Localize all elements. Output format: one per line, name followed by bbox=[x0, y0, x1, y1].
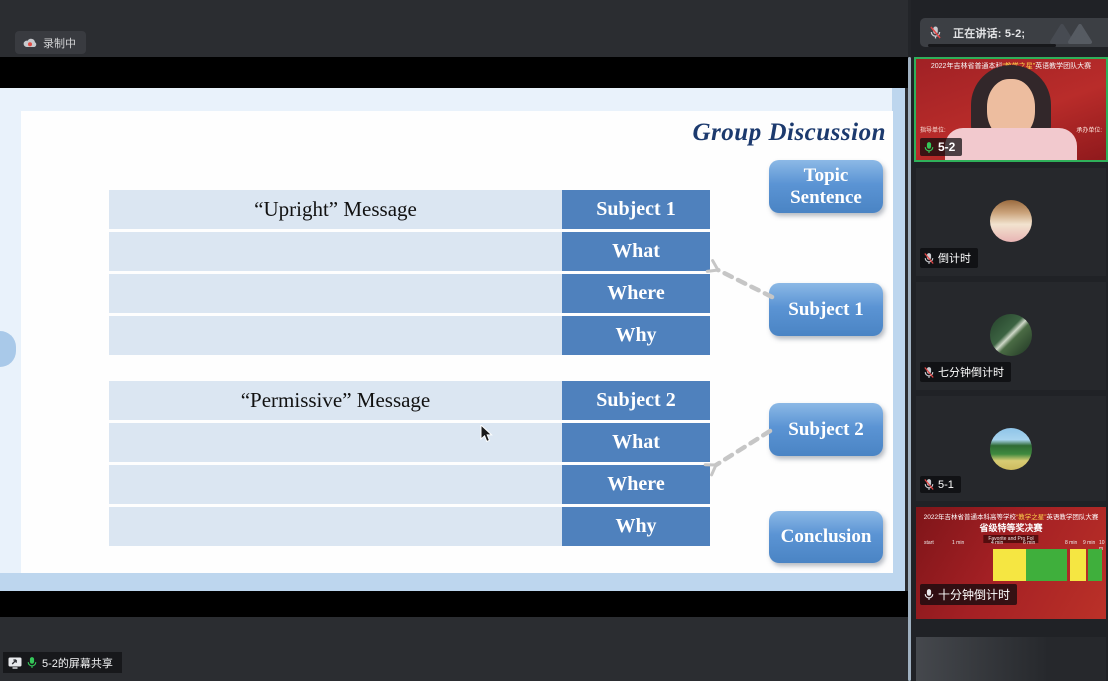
mic-active-icon bbox=[924, 141, 934, 154]
bottom-toolbar: 5-2的屏幕共享 bbox=[0, 617, 908, 681]
permissive-message-table: “Permissive” Message Subject 2 What Wher… bbox=[109, 381, 710, 549]
sidebar-scrollbar[interactable] bbox=[908, 57, 911, 681]
conclusion-callout: Conclusion bbox=[769, 511, 883, 563]
slide-decoration bbox=[0, 331, 16, 367]
slide-margin-right bbox=[892, 88, 905, 591]
screen-share-label: 5-2的屏幕共享 bbox=[42, 657, 113, 670]
why-cell: Why bbox=[562, 507, 710, 546]
contest-slide-subtitle: 省级特等奖决赛 bbox=[979, 523, 1043, 533]
table-header-cell: “Upright” Message bbox=[109, 190, 562, 229]
what-cell: What bbox=[562, 232, 710, 271]
mic-muted-icon bbox=[924, 478, 934, 491]
mic-on-icon bbox=[924, 588, 934, 601]
avatar bbox=[990, 428, 1032, 470]
slide-title: Group Discussion bbox=[692, 119, 886, 146]
subject2-callout: Subject 2 bbox=[769, 403, 883, 456]
table-row: Why bbox=[109, 316, 710, 355]
topic-sentence-callout: Topic Sentence bbox=[769, 160, 883, 213]
subject2-cell: Subject 2 bbox=[562, 381, 710, 420]
subject1-callout: Subject 1 bbox=[769, 283, 883, 336]
active-speaker-banner: 正在讲话: 5-2; bbox=[920, 18, 1108, 47]
why-cell: Why bbox=[562, 316, 710, 355]
table-row: Where bbox=[109, 465, 710, 504]
table-row: What bbox=[109, 232, 710, 271]
screen-share-status: 5-2的屏幕共享 bbox=[3, 652, 122, 673]
top-toolbar: 录制中 bbox=[0, 0, 908, 57]
recording-label: 录制中 bbox=[43, 37, 76, 50]
mic-muted-icon bbox=[924, 366, 934, 379]
what-cell: What bbox=[562, 423, 710, 462]
video-tile-countdown[interactable]: 倒计时 bbox=[916, 168, 1106, 276]
table-header-cell: “Permissive” Message bbox=[109, 381, 562, 420]
timeline-tick-labels: start 1 min 4 min 6 min 8 min 9 min 10 m bbox=[924, 540, 1105, 552]
recording-badge[interactable]: 录制中 bbox=[15, 31, 86, 54]
active-speaker-text: 正在讲话: 5-2; bbox=[953, 27, 1026, 40]
meeting-logo-icon bbox=[1048, 22, 1096, 49]
avatar bbox=[990, 200, 1032, 242]
video-tile-10min-countdown[interactable]: 2022年吉林省普通本科高等学校“教学之星”英语教学团队大赛 省级特等奖决赛 F… bbox=[916, 507, 1106, 619]
table-row: Why bbox=[109, 507, 710, 546]
banner-footer-left: 指导单位: bbox=[920, 128, 946, 134]
letterbox-bottom bbox=[0, 591, 908, 617]
where-cell: Where bbox=[562, 465, 710, 504]
subject1-cell: Subject 1 bbox=[562, 190, 710, 229]
speaker-volume-bar bbox=[928, 44, 1056, 47]
slide-page: Group Discussion “Upright” Message Subje… bbox=[21, 111, 893, 573]
mic-muted-icon bbox=[924, 252, 934, 265]
participant-name-tag: 5-2 bbox=[920, 138, 963, 156]
timeline-blocks bbox=[993, 549, 1102, 581]
upright-message-table: “Upright” Message Subject 1 What Where W… bbox=[109, 190, 710, 358]
participant-name-tag: 十分钟倒计时 bbox=[920, 584, 1018, 605]
slide-margin-bottom bbox=[0, 573, 905, 591]
video-tile-7min-countdown[interactable]: 七分钟倒计时 bbox=[916, 282, 1106, 390]
table-row: “Upright” Message Subject 1 bbox=[109, 190, 710, 229]
banner-footer-right: 承办单位: bbox=[1076, 128, 1102, 134]
avatar bbox=[990, 314, 1032, 356]
participant-name-tag: 5-1 bbox=[920, 476, 961, 493]
participant-name-tag: 七分钟倒计时 bbox=[920, 362, 1011, 382]
table-row: Where bbox=[109, 274, 710, 313]
mic-muted-icon bbox=[930, 26, 941, 39]
video-tile-partial[interactable] bbox=[916, 637, 1106, 681]
where-cell: Where bbox=[562, 274, 710, 313]
contest-slide-title: 2022年吉林省普通本科高等学校“教学之星”英语教学团队大赛 bbox=[923, 514, 1099, 521]
participant-name-tag: 倒计时 bbox=[920, 248, 978, 268]
contest-slide-caption: Favorite and Pro Fol bbox=[983, 535, 1039, 543]
table-row: “Permissive” Message Subject 2 bbox=[109, 381, 710, 420]
cloud-record-icon bbox=[23, 37, 37, 48]
table-row: What bbox=[109, 423, 710, 462]
mic-active-icon bbox=[27, 656, 37, 669]
video-tile-5-2[interactable]: 2022年吉林省普通本科“教学之星”英语教学团队大赛 指导单位: 承办单位: 5… bbox=[914, 57, 1108, 162]
video-tile-5-1[interactable]: 5-1 bbox=[916, 396, 1106, 501]
screen-share-icon bbox=[8, 657, 22, 669]
shared-screen-area: 录制中 Group Discussion “Upright” Message S… bbox=[0, 0, 908, 681]
participants-sidebar: 正在讲话: 5-2; 2022年吉林省普通本科“教学之星”英语教学团队大赛 指导… bbox=[911, 0, 1108, 681]
letterbox-top bbox=[0, 57, 908, 88]
slide-share-region: Group Discussion “Upright” Message Subje… bbox=[0, 88, 905, 591]
